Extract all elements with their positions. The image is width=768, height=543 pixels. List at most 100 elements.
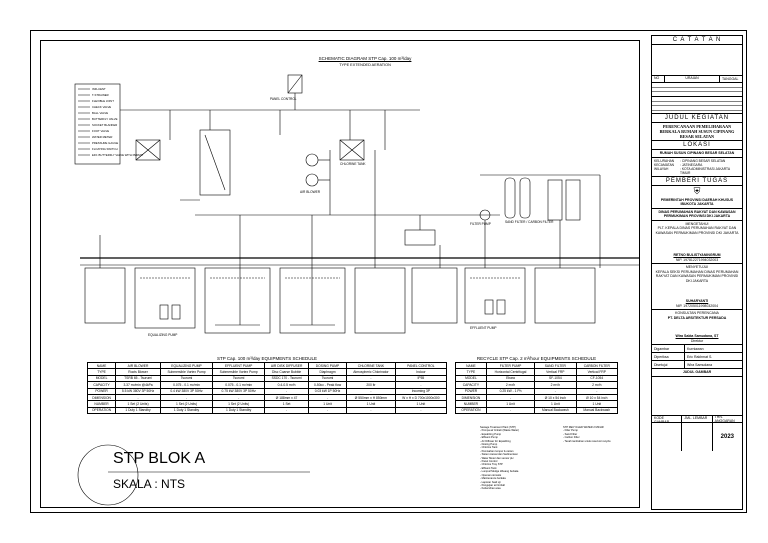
legend-item: EFF. BUTTERFLY VALVE WITH PERMIT bbox=[92, 153, 144, 157]
diagram-subtitle: TYPE EXTENDED AERATION bbox=[339, 63, 391, 67]
plt-label: PLT. KEPALA DINAS PERUMAHAN RAKYAT DAN K… bbox=[655, 226, 739, 235]
table-cell: PANEL CONTROL bbox=[394, 361, 448, 370]
table-cell: POWER bbox=[86, 387, 117, 395]
kode-gambar: KODE GAMBAR bbox=[652, 415, 683, 424]
table-cell: CARBON FILTER bbox=[575, 361, 619, 370]
lokasi-row: KELURAHAN: CIPINANG BESAR SELATAN bbox=[654, 158, 726, 163]
thn-anggaran: THN. ANGGARAN bbox=[714, 414, 735, 423]
filter-tank-a bbox=[547, 179, 563, 221]
chlorine-tank-left bbox=[135, 139, 161, 161]
pemberi-tugas-header: PEMBERI TUGAS bbox=[652, 177, 742, 186]
table-cell: Vertical FRP bbox=[575, 368, 619, 376]
kepala-seksi-label: KEPALA SEKSI PERUMAHAN DINAS PERUMAHAN R… bbox=[655, 269, 739, 283]
stamp-scale: SKALA : NTS bbox=[113, 477, 186, 491]
revision-header: NO URAIAN TANGGAL bbox=[652, 76, 742, 83]
table-cell: 1 Unit bbox=[575, 400, 619, 408]
table-cell: DIMENSION bbox=[86, 393, 117, 402]
footer-header: KODE GAMBAR JML. LEMBAR THN. ANGGARAN bbox=[652, 414, 742, 424]
chlorine-tank-right bbox=[339, 139, 365, 161]
schedule-title: STP Cap. 100 m³/day EQUIPMENTS SCHEDULE bbox=[217, 356, 317, 361]
legend-item: T-STRAINER bbox=[92, 93, 109, 97]
catatan-area bbox=[652, 45, 742, 76]
air-blower-1 bbox=[305, 153, 319, 167]
table-cell: CAPACITY bbox=[86, 381, 117, 389]
table-cell: 2 m³/h bbox=[575, 381, 619, 389]
table-cell: - bbox=[394, 406, 448, 415]
jakarta-emblem-icon: ⛨ bbox=[693, 185, 701, 196]
note-line: - Kebersihan area bbox=[480, 487, 501, 491]
table-cell: Tsurumi bbox=[307, 374, 348, 383]
grease-trap bbox=[84, 267, 126, 324]
judul-gambar-area bbox=[652, 377, 742, 416]
note-line: - Tanah tambahan untuk reservoir recycle bbox=[563, 439, 611, 443]
note-line: - Operasi otomatis bbox=[480, 473, 502, 477]
legend-item: PRESSURE GAUGE bbox=[92, 141, 118, 145]
note-line: - Effluent Pump bbox=[480, 436, 498, 440]
legend-item: FLEXIBLE JOINT bbox=[92, 99, 114, 103]
catatan-header: C A T A T A N bbox=[652, 36, 742, 45]
table-cell: 1 Unit bbox=[394, 400, 448, 408]
legend-item: SOCKET BLANKER bbox=[92, 123, 117, 127]
table-cell: - bbox=[346, 406, 396, 415]
table-cell: MODEL bbox=[86, 374, 117, 383]
table-cell: W x H x D 700x1000x300 bbox=[394, 393, 448, 402]
note-line: - Pengujian air limbah bbox=[480, 483, 506, 487]
lokasi-text: RUMAH SUSUN CIPINANG BESAR SELATAN bbox=[652, 150, 742, 158]
air-blower-2 bbox=[305, 173, 319, 187]
drawing-frame bbox=[40, 40, 640, 508]
table-cell: OPERATION bbox=[455, 406, 487, 415]
equalizing-tank bbox=[134, 267, 196, 329]
equalizing-pump-label: EQUALIZING PUMP bbox=[148, 333, 178, 337]
signatory-1-name: RETNO BULISTYANINGRUM bbox=[673, 253, 721, 257]
diagram-title: SCHEMATIC DIAGRAM STP Cap. 100 m³/day bbox=[318, 56, 412, 61]
mengetahui: MENGETAHUI PLT. KEPALA DINAS PERUMAHAN R… bbox=[652, 221, 742, 264]
aeration-tank-2 bbox=[279, 267, 346, 334]
note-line: - Maintenance berkala bbox=[480, 477, 506, 481]
jml-lembar: JML. LEMBAR bbox=[682, 415, 713, 422]
note-line: - Air Diffuser for Equalizing bbox=[480, 439, 511, 443]
screen-chamber bbox=[199, 129, 231, 196]
sand-filter-label: SAND FILTER / CARBON FILTER bbox=[505, 220, 554, 224]
notes-left: Sewage Treatment Plant (STP)- Pompa air … bbox=[480, 426, 560, 491]
table-cell: - bbox=[307, 406, 348, 415]
recycle-title: RECYCLE STP Cap. 2 m³/hour EQUIPMENTS SC… bbox=[476, 356, 597, 361]
pemerintah-text: PEMERINTAH PROVINSI DAERAH KHUSUS IBUKOT… bbox=[652, 197, 742, 209]
table-cell: Tsurumi bbox=[212, 374, 266, 383]
legend-item: FOOT VALVE bbox=[92, 129, 109, 133]
effluent-tank bbox=[464, 267, 526, 324]
table-cell: 1 Duty 1 Standby bbox=[115, 406, 161, 415]
table-cell: OPERATION bbox=[86, 406, 117, 415]
legend-item: INFLUENT bbox=[92, 87, 106, 91]
menyetujui-label: MENYETUJUI bbox=[685, 265, 709, 269]
footer-values: 2023 bbox=[652, 422, 742, 451]
table-cell: 1 Duty 1 Standby bbox=[212, 406, 266, 415]
note-line: - Water Meter dan sensor pH bbox=[480, 456, 514, 460]
table-cell: IP55 bbox=[394, 374, 448, 383]
table-cell: - bbox=[485, 406, 536, 415]
table-cell: - bbox=[264, 406, 309, 415]
note-line: - Chlorine Tray STP bbox=[480, 463, 503, 467]
table-cell: - bbox=[212, 393, 266, 402]
menyetujui: MENYETUJUI KEPALA SEKSI PERUMAHAN DINAS … bbox=[652, 264, 742, 310]
legend-item: CHECK VALVE bbox=[92, 105, 111, 109]
note-line: - Chlorine Tank bbox=[480, 446, 498, 450]
lokasi-row: WILAYAH: KOTA ADMINISTRASI JAKARTA TIMUR bbox=[654, 166, 730, 175]
stamp-name: STP BLOK A bbox=[113, 450, 206, 467]
drawing-sheet-border bbox=[30, 30, 747, 513]
legend: INFLUENT T-STRAINER FLEXIBLE JOINT CHECK VA… bbox=[78, 87, 144, 157]
judul-kegiatan-header: JUDUL KEGIATAN bbox=[652, 114, 742, 123]
recycled-water-tank bbox=[534, 267, 596, 324]
aeration-tank-1 bbox=[204, 267, 271, 334]
dinas-text: DINAS PERUMAHAN RAKYAT DAN KAWASAN PERMU… bbox=[652, 209, 742, 221]
